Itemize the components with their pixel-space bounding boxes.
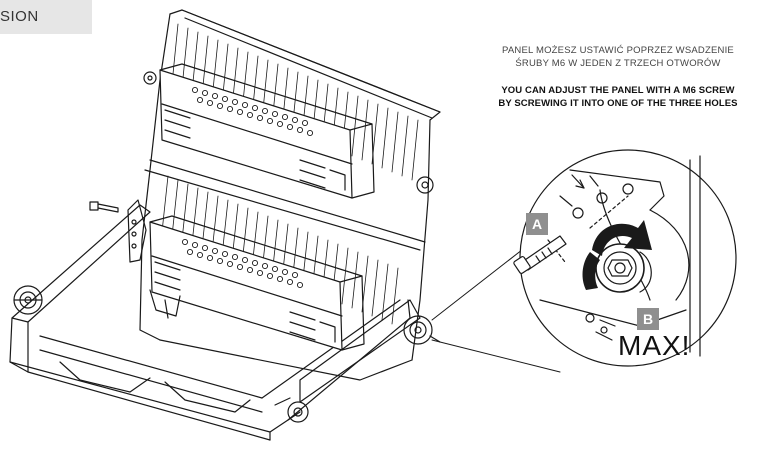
led-array-lower: [181, 238, 304, 289]
curved-arrow-clockwise-icon: [582, 220, 652, 290]
instruction-polish: PANEL MOŻESZ USTAWIĆ POPRZEZ WSADZENIE Ś…: [468, 44, 768, 70]
right-pivot-knob: [403, 315, 441, 345]
led-driver-lower: [149, 215, 365, 351]
led-driver-upper: [159, 63, 375, 199]
bottom-pivot-knob: [287, 401, 309, 423]
m6-screw-loose: [89, 201, 119, 213]
instruction-english: YOU CAN ADJUST THE PANEL WITH A M6 SCREW…: [468, 84, 768, 110]
m6-screw-icon: [513, 235, 567, 274]
instruction-polish-line-2: ŚRUBY M6 W JEDEN Z TRZECH OTWORÓW: [515, 58, 721, 69]
callout-label-a: A: [526, 213, 548, 235]
bolt-head: [595, 243, 652, 293]
led-array-upper: [191, 86, 314, 137]
instruction-english-line-1: YOU CAN ADJUST THE PANEL WITH A M6 SCREW: [501, 85, 735, 96]
left-pivot-knob: [13, 285, 43, 315]
angle-plate-left: [127, 199, 147, 263]
housing-side-knob: [143, 71, 434, 194]
mounting-bracket: [9, 204, 421, 441]
version-tab-text: SION: [0, 8, 39, 25]
callout-label-b: B: [637, 308, 659, 330]
instruction-english-line-2: BY SCREWING IT INTO ONE OF THE THREE HOL…: [498, 98, 738, 109]
version-tab: SION: [0, 0, 92, 34]
max-torque-label: MAX!: [618, 330, 691, 361]
instruction-polish-line-1: PANEL MOŻESZ USTAWIĆ POPRZEZ WSADZENIE: [502, 45, 734, 56]
